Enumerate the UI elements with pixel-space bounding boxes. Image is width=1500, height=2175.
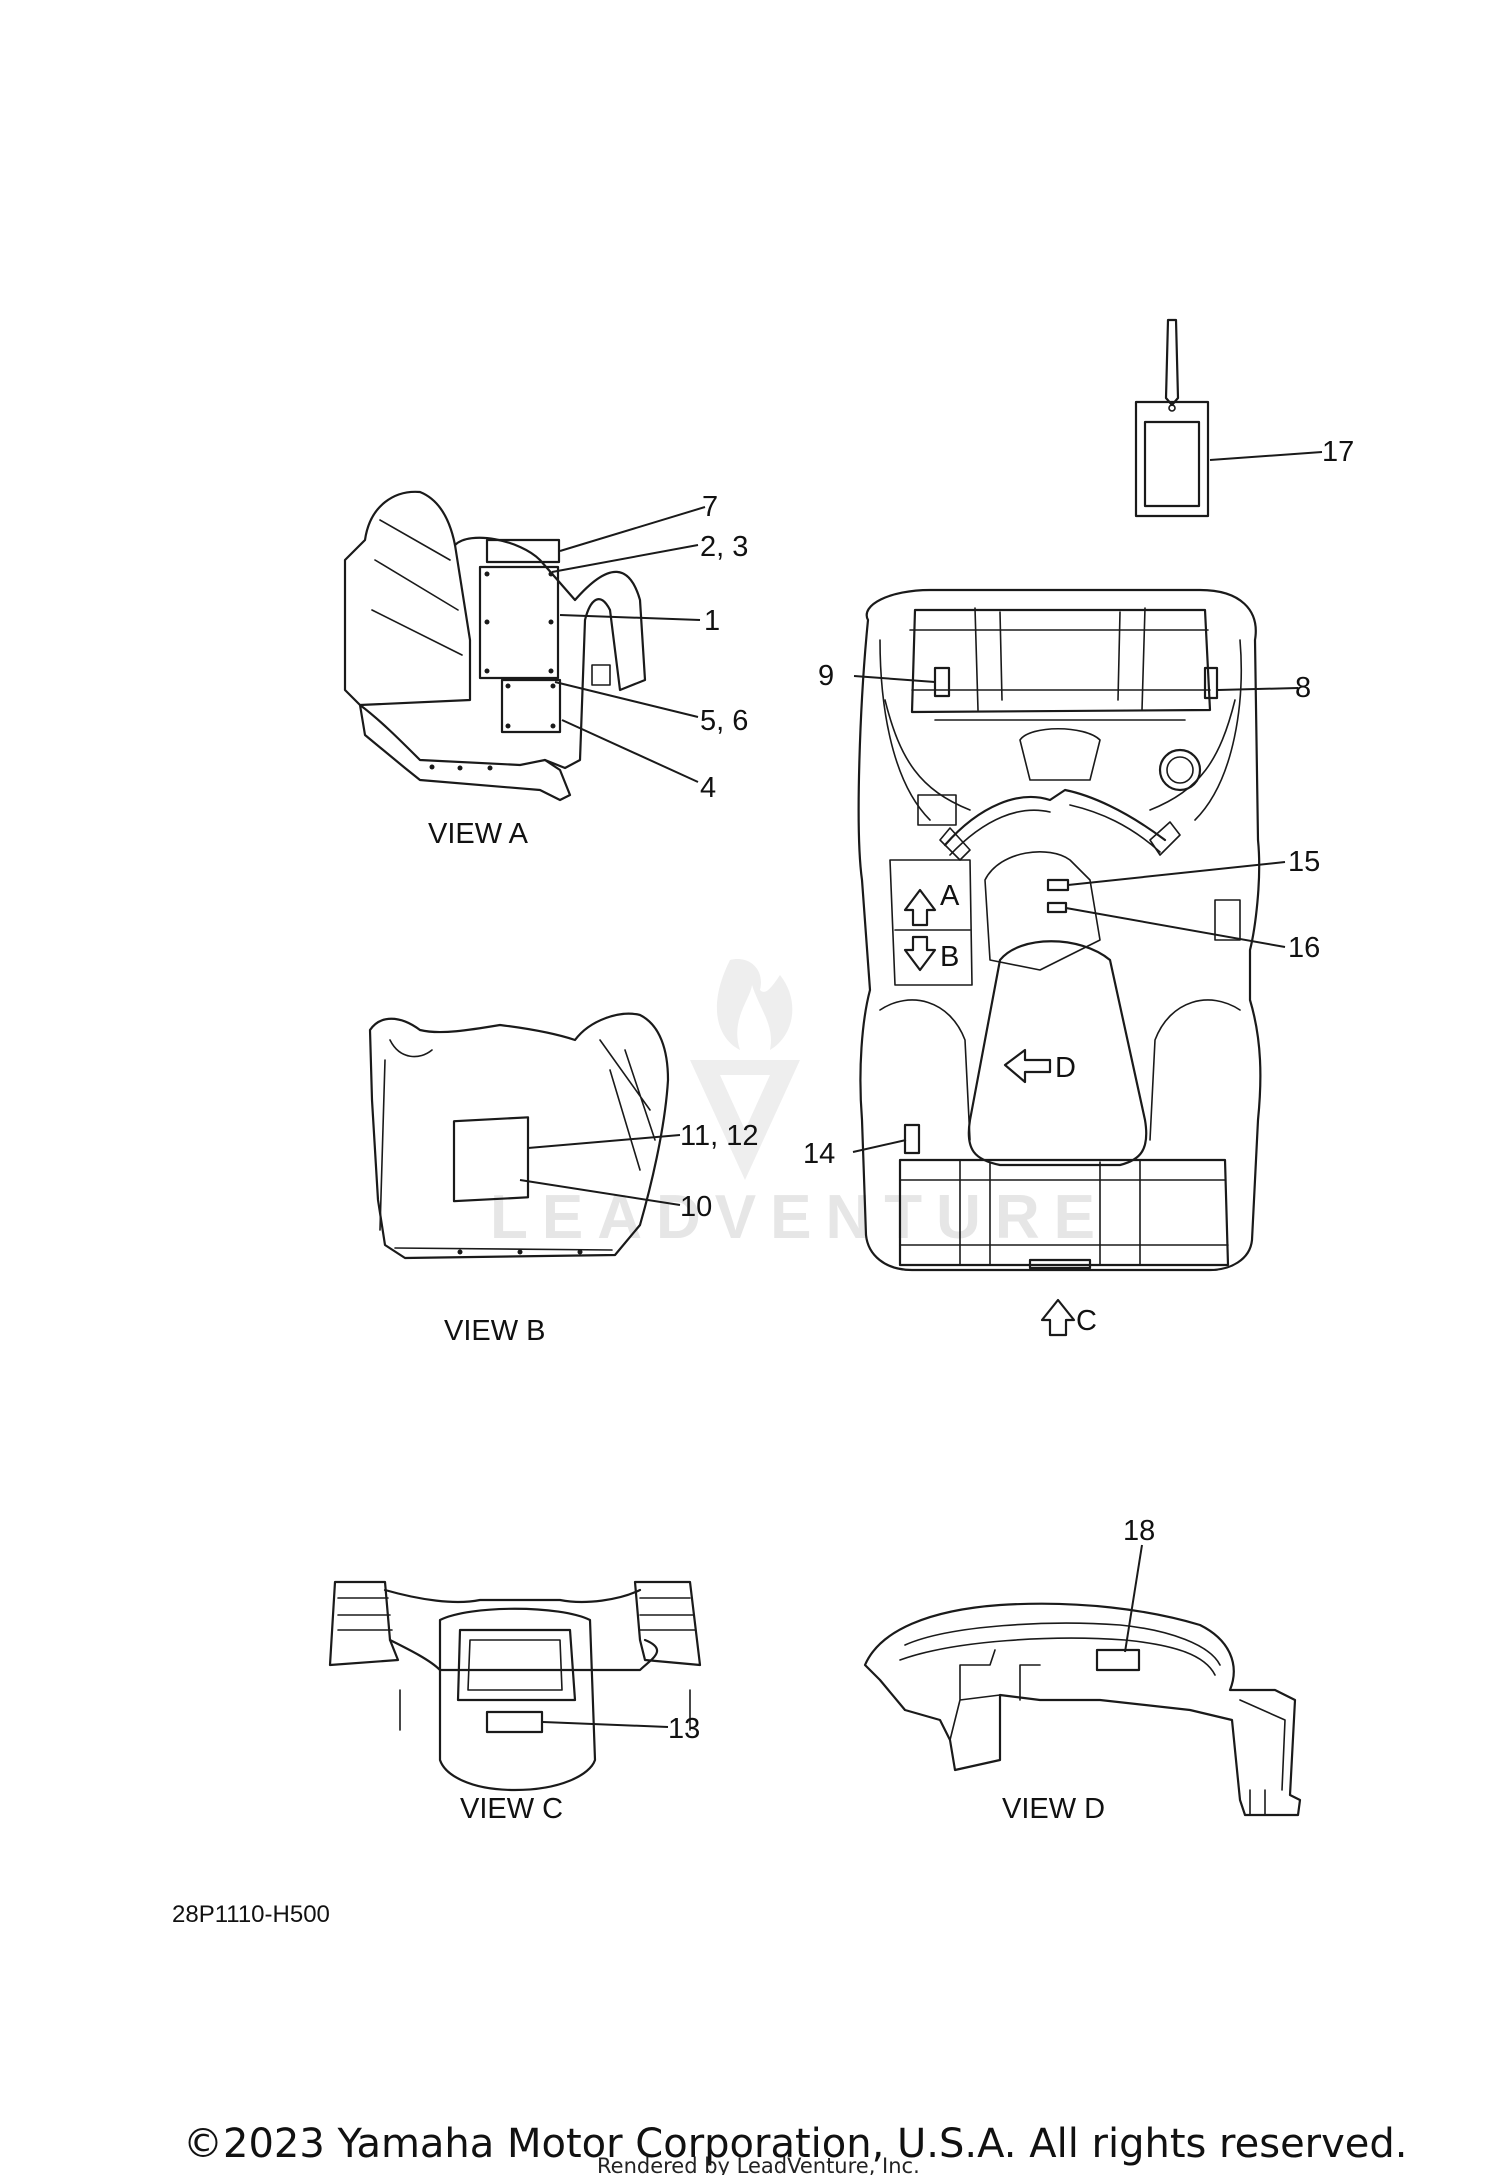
copyright-notice: ©2023 Yamaha Motor Corporation, U.S.A. A… bbox=[183, 2121, 1408, 2167]
callout-1: 1 bbox=[704, 605, 720, 637]
label-4 bbox=[500, 678, 562, 734]
callout-13: 13 bbox=[668, 1713, 700, 1745]
view-d-label: VIEW D bbox=[1002, 1793, 1105, 1825]
view-c-illustration bbox=[328, 1580, 702, 1792]
label-8 bbox=[1203, 666, 1219, 700]
label-14 bbox=[903, 1123, 921, 1155]
label-10 bbox=[452, 1116, 530, 1203]
label-7 bbox=[485, 538, 561, 564]
view-a-illustration bbox=[343, 490, 706, 802]
view-d-illustration bbox=[863, 1544, 1302, 1817]
arrow-up-a-icon bbox=[903, 888, 937, 927]
arrow-up-c-icon bbox=[1040, 1298, 1076, 1337]
callout-5-6: 5, 6 bbox=[700, 705, 748, 737]
callout-11-12: 11, 12 bbox=[680, 1120, 758, 1152]
arrow-label-a: A bbox=[940, 880, 960, 912]
flame-watermark-icon bbox=[716, 959, 793, 1050]
arrow-label-d: D bbox=[1055, 1052, 1076, 1084]
label-1 bbox=[478, 565, 560, 680]
view-b-illustration bbox=[368, 1012, 681, 1260]
view-a-label: VIEW A bbox=[428, 818, 529, 850]
arrow-label-c: C bbox=[1076, 1305, 1097, 1337]
leadventure-watermark: LEADVENTURE bbox=[490, 959, 1109, 1252]
arrow-left-d-icon bbox=[1003, 1048, 1052, 1084]
callout-7: 7 bbox=[702, 491, 718, 523]
label-9 bbox=[933, 666, 951, 698]
callout-8: 8 bbox=[1295, 672, 1311, 704]
v-logo-watermark-icon bbox=[690, 1060, 800, 1180]
watermark-text: LEADVENTURE bbox=[490, 1183, 1109, 1252]
label-15 bbox=[1046, 878, 1070, 892]
callout-4: 4 bbox=[700, 772, 716, 804]
label-18 bbox=[1095, 1648, 1141, 1672]
rendered-by-notice: Rendered by LeadVenture, Inc. bbox=[597, 2154, 920, 2175]
callout-16: 16 bbox=[1288, 932, 1320, 964]
diagram-code: 28P1110-H500 bbox=[172, 1901, 330, 1928]
arrow-down-b-icon bbox=[903, 935, 937, 972]
callout-18: 18 bbox=[1123, 1515, 1155, 1547]
callout-17: 17 bbox=[1322, 436, 1354, 468]
callout-10: 10 bbox=[680, 1191, 712, 1223]
hang-tag-17 bbox=[1134, 318, 1323, 518]
callout-9: 9 bbox=[818, 660, 834, 692]
label-13 bbox=[485, 1710, 544, 1734]
view-c-label: VIEW C bbox=[460, 1793, 563, 1825]
callout-15: 15 bbox=[1288, 846, 1320, 878]
callout-2-3: 2, 3 bbox=[700, 531, 748, 563]
callout-14: 14 bbox=[803, 1138, 835, 1170]
atv-top-view bbox=[852, 588, 1299, 1337]
label-16 bbox=[1046, 901, 1068, 914]
arrow-label-b: B bbox=[940, 941, 959, 973]
view-b-label: VIEW B bbox=[444, 1315, 546, 1347]
